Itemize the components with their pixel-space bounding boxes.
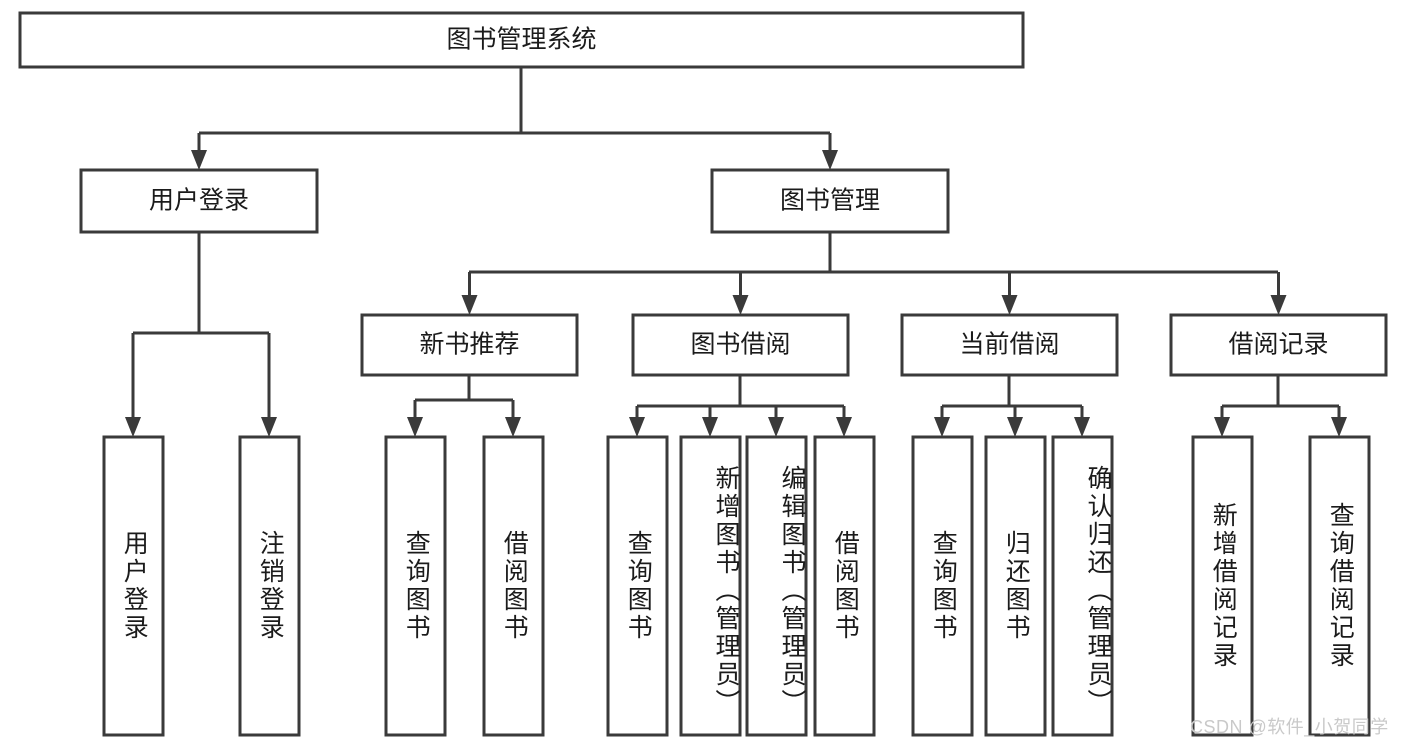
node-box[interactable] [710,168,950,234]
node-box[interactable] [360,313,579,377]
arrow-head-icon [505,417,521,437]
arrow-head-icon [125,417,141,437]
node-label: 图书管理 [780,187,880,215]
submodule-node-book-borrow[interactable]: 图书借阅 [631,313,850,377]
node-label: 图书管理系统 [446,26,596,54]
arrow-head-icon [1270,295,1287,315]
node-label: 图书借阅 [690,331,790,359]
node-box[interactable] [384,435,447,737]
leaf-node-leaf-borrow-book[interactable] [813,435,876,737]
node-box[interactable] [911,435,974,737]
leaf-node-leaf-edit-book[interactable] [745,435,808,737]
leaf-node-leaf-user-login[interactable] [102,435,165,737]
arrow-head-icon [1331,417,1347,437]
leaf-node-leaf-query-borrow-record[interactable] [1308,435,1371,737]
submodule-node-borrow-record[interactable]: 借阅记录 [1169,313,1388,377]
leaf-node-leaf-query-book-current[interactable] [911,435,974,737]
module-node-user-login[interactable]: 用户登录 [79,168,319,234]
node-box[interactable] [1169,313,1388,377]
node-box[interactable] [79,168,319,234]
node-box[interactable] [1308,435,1371,737]
arrow-head-icon [732,295,749,315]
node-box[interactable] [606,435,669,737]
leaf-node-leaf-add-borrow-record[interactable] [1191,435,1254,737]
leaf-node-leaf-borrow-book-recommend[interactable] [482,435,545,737]
arrow-head-icon [768,417,784,437]
node-box[interactable] [900,313,1119,377]
arrow-head-icon [407,417,423,437]
node-box[interactable] [102,435,165,737]
arrow-head-icon [702,417,718,437]
node-box[interactable] [631,313,850,377]
arrow-head-icon [629,417,645,437]
arrow-head-icon [934,417,950,437]
arrow-head-icon [1007,417,1023,437]
node-box[interactable] [813,435,876,737]
node-label: 新书推荐 [419,331,519,359]
submodule-node-new-book-recommend[interactable]: 新书推荐 [360,313,579,377]
node-box[interactable] [238,435,301,737]
arrow-head-icon [191,150,207,170]
node-label: 用户登录 [149,187,249,215]
node-box[interactable] [745,435,808,737]
leaf-node-leaf-confirm-return[interactable] [1051,435,1114,737]
watermark-text: CSDN @软件_小贺同学 [1190,717,1389,737]
leaf-node-leaf-add-book[interactable] [679,435,742,737]
arrow-head-icon [1074,417,1090,437]
arrow-head-icon [261,417,277,437]
node-label: 当前借阅 [959,331,1059,359]
arrow-head-icon [836,417,852,437]
submodule-node-current-borrow[interactable]: 当前借阅 [900,313,1119,377]
root-node-root[interactable]: 图书管理系统 [18,11,1025,69]
arrow-head-icon [1001,295,1018,315]
leaf-node-leaf-return-book[interactable] [984,435,1047,737]
module-node-book-management[interactable]: 图书管理 [710,168,950,234]
node-box[interactable] [1191,435,1254,737]
arrow-head-icon [461,295,478,315]
node-label: 借阅记录 [1228,331,1328,359]
node-box[interactable] [18,11,1025,69]
arrow-head-icon [822,150,838,170]
leaf-node-leaf-query-book-borrow[interactable] [606,435,669,737]
arrow-head-icon [1214,417,1230,437]
leaf-node-leaf-query-book-recommend[interactable] [384,435,447,737]
node-box[interactable] [984,435,1047,737]
node-box[interactable] [679,435,742,737]
node-box[interactable] [1051,435,1114,737]
node-box[interactable] [482,435,545,737]
leaf-node-leaf-logout[interactable] [238,435,301,737]
